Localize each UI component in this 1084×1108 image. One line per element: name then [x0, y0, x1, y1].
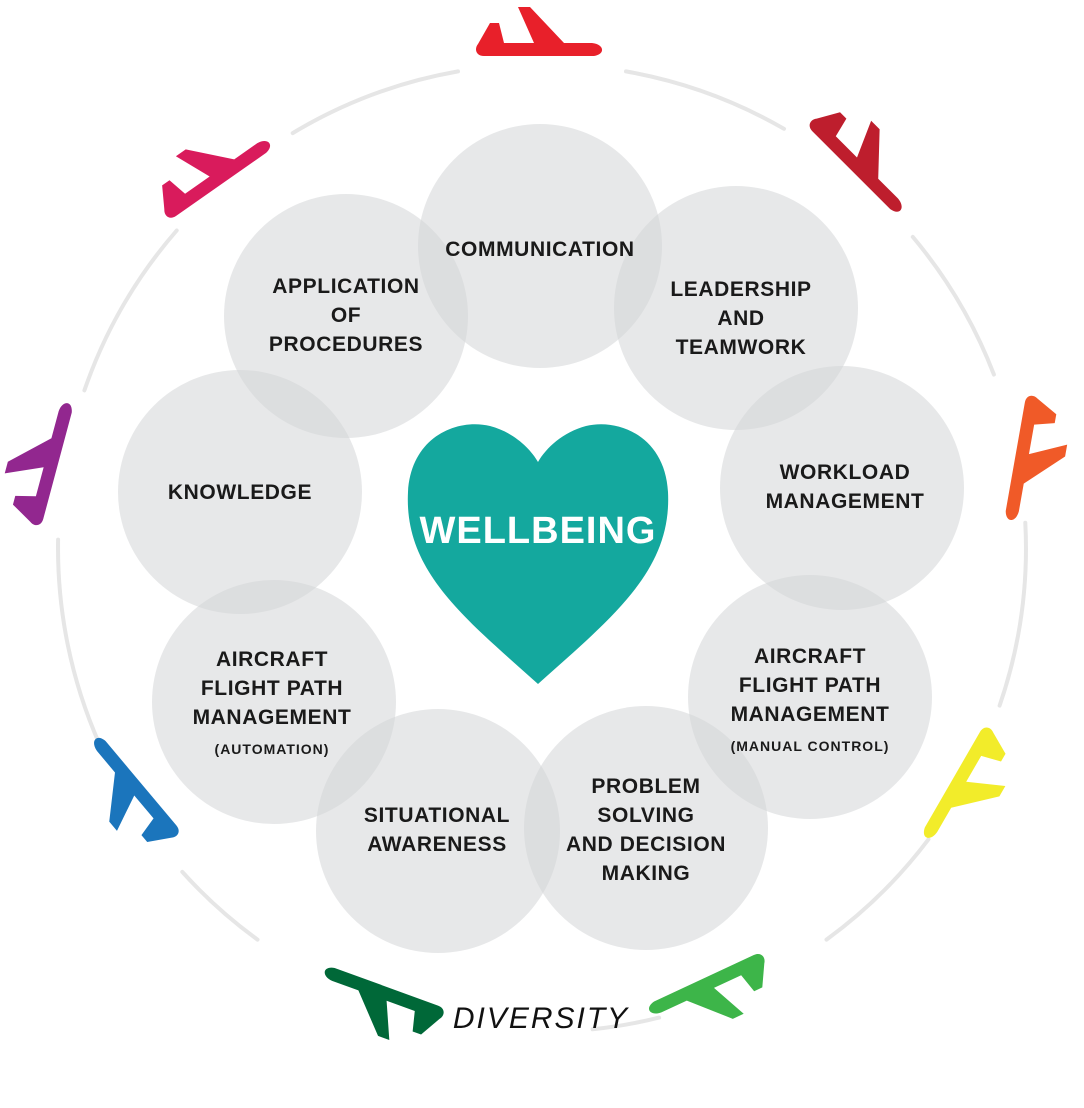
ring-segment	[290, 69, 460, 136]
ring-segment	[82, 228, 179, 393]
wellbeing-label: WELLBEING	[420, 510, 657, 552]
competency-circle	[224, 194, 468, 438]
airplane-icon	[476, 7, 603, 56]
competency-label: MANAGEMENT	[193, 706, 352, 729]
competency-label: AND DECISION	[566, 833, 726, 856]
competency-label: AWARENESS	[367, 833, 507, 856]
competency-circle	[152, 580, 396, 824]
competency-label: OF	[331, 304, 361, 327]
competency-label: AIRCRAFT	[216, 648, 328, 671]
competency-circle	[688, 575, 932, 819]
airplane-icon	[0, 392, 74, 527]
competency-label: APPLICATION	[272, 275, 419, 298]
ring-segment	[624, 69, 786, 131]
airplane-icon	[62, 734, 182, 864]
heart-icon	[407, 424, 669, 684]
competency-circle	[316, 709, 560, 953]
competency-label: LEADERSHIP	[670, 278, 811, 301]
airplane-icon	[141, 107, 273, 221]
competency-label: WORKLOAD	[780, 461, 911, 484]
airplane-icon	[646, 951, 782, 1050]
ring-segment	[910, 234, 996, 377]
competency-label: MANAGEMENT	[766, 490, 925, 513]
competency-circle	[418, 124, 662, 368]
competency-circle	[614, 186, 858, 430]
airplane-icon	[920, 725, 1027, 859]
competency-label: KNOWLEDGE	[168, 481, 312, 504]
competency-label: COMMUNICATION	[445, 238, 634, 261]
diversity-label: DIVERSITY	[453, 1002, 629, 1035]
competency-circle	[720, 366, 964, 610]
ring-segment	[824, 837, 931, 942]
airplane-icon	[310, 965, 446, 1055]
competency-label: PROBLEM	[591, 775, 700, 798]
ring-segment	[56, 537, 102, 747]
competency-label: SOLVING	[597, 804, 694, 827]
competency-label: FLIGHT PATH	[201, 677, 343, 700]
ring-segment	[180, 869, 260, 942]
wellbeing-heart: WELLBEING	[407, 424, 669, 684]
competency-label: AND	[717, 307, 764, 330]
ring-segment	[590, 1015, 662, 1032]
airplane-icon	[1004, 394, 1075, 528]
competency-label: AIRCRAFT	[754, 645, 866, 668]
airplane-icon	[806, 91, 931, 215]
competency-label: PROCEDURES	[269, 333, 423, 356]
competency-label: MAKING	[602, 862, 691, 885]
competency-label: FLIGHT PATH	[739, 674, 881, 697]
competency-circles: COMMUNICATION LEADERSHIP AND TEAMWORK WORKLO…	[118, 124, 964, 953]
competency-label: MANAGEMENT	[731, 703, 890, 726]
competency-sublabel: (AUTOMATION)	[215, 741, 330, 757]
competency-circle	[118, 370, 362, 614]
competency-label: SITUATIONAL	[364, 804, 510, 827]
competency-label: TEAMWORK	[676, 336, 807, 359]
competency-circle	[524, 706, 768, 950]
competency-sublabel: (MANUAL CONTROL)	[731, 738, 890, 754]
diversity-ring	[56, 69, 1028, 1032]
ring-segment	[997, 520, 1028, 708]
